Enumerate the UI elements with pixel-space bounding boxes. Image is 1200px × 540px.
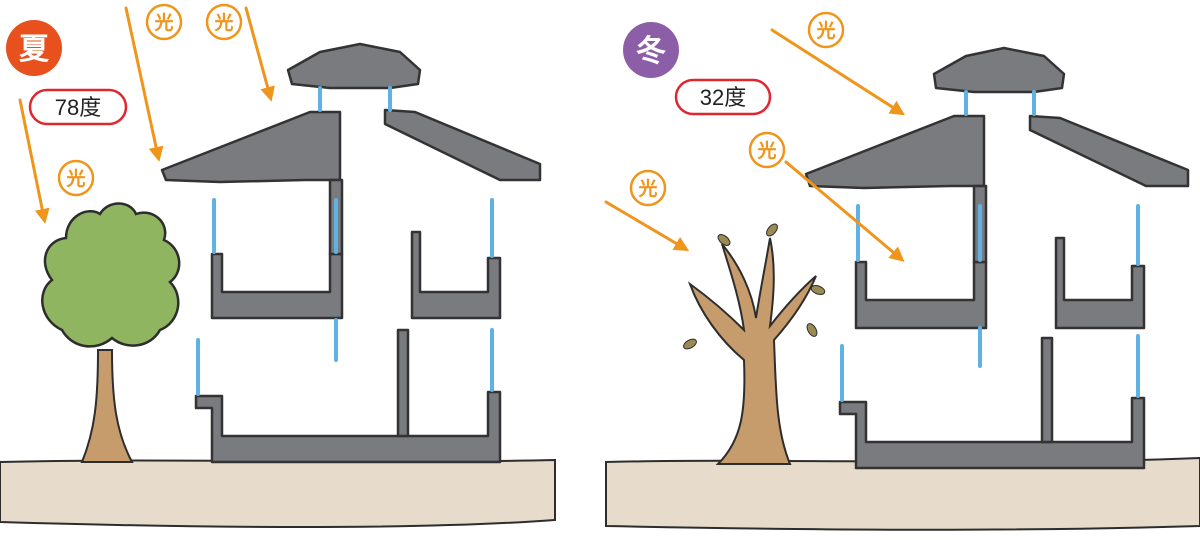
- winter-light-label-2: 光: [748, 131, 786, 169]
- winter-panel: 冬 32度 光 光 光: [604, 11, 1200, 531]
- winter-season-badge: 冬: [623, 22, 679, 78]
- winter-light-text-3: 光: [815, 19, 835, 42]
- winter-tree-leaf: [806, 323, 818, 337]
- winter-house-base: [838, 396, 1146, 470]
- winter-house-right-shelf: [1054, 236, 1146, 330]
- summer-light-label-1: 光: [57, 159, 95, 197]
- winter-temperature-pill: 32度: [674, 78, 772, 116]
- winter-house-cupola: [932, 46, 1066, 94]
- winter-season-label: 冬: [636, 34, 666, 69]
- summer-tree-canopy: [41, 202, 181, 348]
- summer-season-label: 夏: [19, 32, 50, 67]
- winter-house-roof-right: [1028, 114, 1190, 188]
- summer-light-text-2: 光: [153, 11, 173, 34]
- summer-light-label-2: 光: [145, 3, 183, 41]
- winter-tree-leaf: [810, 285, 826, 295]
- winter-house-partition: [1040, 336, 1054, 444]
- summer-house-roof: [160, 110, 342, 184]
- summer-light-text-1: 光: [65, 167, 85, 190]
- summer-light-ray-1: [18, 98, 50, 224]
- summer-house-upper-floor: [210, 252, 344, 320]
- summer-house-right-shelf: [410, 230, 502, 320]
- winter-house: [804, 46, 1190, 470]
- summer-house-base: [194, 390, 502, 464]
- summer-house-roof-right: [383, 108, 542, 182]
- summer-season-badge: 夏: [6, 20, 62, 76]
- summer-house-partition: [396, 328, 410, 438]
- winter-temperature-label: 32度: [700, 85, 746, 110]
- winter-light-ray-2: [784, 160, 905, 262]
- winter-light-label-1: 光: [629, 169, 667, 207]
- winter-light-text-1: 光: [637, 177, 657, 200]
- winter-light-ray-1: [604, 200, 690, 252]
- summer-house-cupola: [286, 42, 422, 90]
- winter-light-label-3: 光: [807, 11, 845, 49]
- summer-light-ray-2: [124, 6, 164, 162]
- summer-panel: 夏 78度 光 光 光: [0, 3, 556, 528]
- winter-tree-leaf: [766, 223, 778, 237]
- winter-house-upper-floor: [854, 260, 988, 330]
- winter-tree-leaf: [717, 234, 731, 246]
- summer-tree-trunk: [80, 349, 134, 463]
- winter-tree-trunk: [687, 237, 817, 465]
- winter-tree-leaf: [683, 338, 697, 350]
- summer-light-label-3: 光: [205, 3, 243, 41]
- winter-light-ray-3: [770, 28, 906, 116]
- winter-house-roof: [804, 114, 986, 190]
- summer-ground: [0, 458, 556, 528]
- summer-house: [160, 42, 542, 464]
- summer-tree: [41, 202, 181, 463]
- winter-ground: [605, 456, 1200, 531]
- summer-temperature-pill: 78度: [28, 88, 128, 126]
- winter-light-text-2: 光: [756, 139, 776, 162]
- summer-temperature-label: 78度: [55, 95, 101, 120]
- winter-tree: [683, 223, 826, 465]
- summer-light-ray-3: [244, 6, 275, 102]
- summer-light-text-3: 光: [213, 11, 233, 34]
